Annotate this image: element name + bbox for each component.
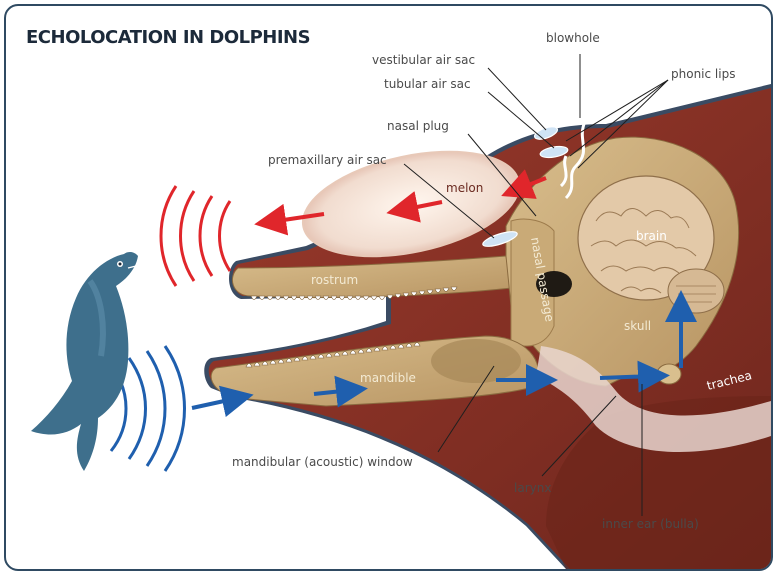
fish-icon bbox=[31, 252, 138, 471]
diagram-frame: blowhole vestibular air sac tubular air … bbox=[4, 4, 773, 571]
label-mandibular-window: mandibular (acoustic) window bbox=[232, 455, 413, 469]
label-melon: melon bbox=[446, 181, 483, 195]
label-blowhole: blowhole bbox=[546, 31, 600, 45]
label-larynx: larynx bbox=[514, 481, 551, 495]
outgoing-sound-wave-icon bbox=[161, 186, 230, 286]
label-inner-ear: inner ear (bulla) bbox=[602, 517, 699, 531]
label-mandible: mandible bbox=[360, 371, 416, 385]
label-nasal-plug: nasal plug bbox=[387, 119, 449, 133]
page-title: ECHOLOCATION IN DOLPHINS bbox=[26, 28, 310, 48]
label-skull: skull bbox=[624, 319, 651, 333]
label-premaxillary-air-sac: premaxillary air sac bbox=[268, 153, 387, 167]
dolphin-diagram: blowhole vestibular air sac tubular air … bbox=[6, 6, 771, 569]
label-vestibular-air-sac: vestibular air sac bbox=[372, 53, 475, 67]
inner-ear-bulla bbox=[657, 364, 681, 384]
label-tubular-air-sac: tubular air sac bbox=[384, 77, 471, 91]
label-brain: brain bbox=[636, 229, 667, 243]
label-rostrum: rostrum bbox=[311, 273, 358, 287]
label-phonic-lips: phonic lips bbox=[671, 67, 735, 81]
